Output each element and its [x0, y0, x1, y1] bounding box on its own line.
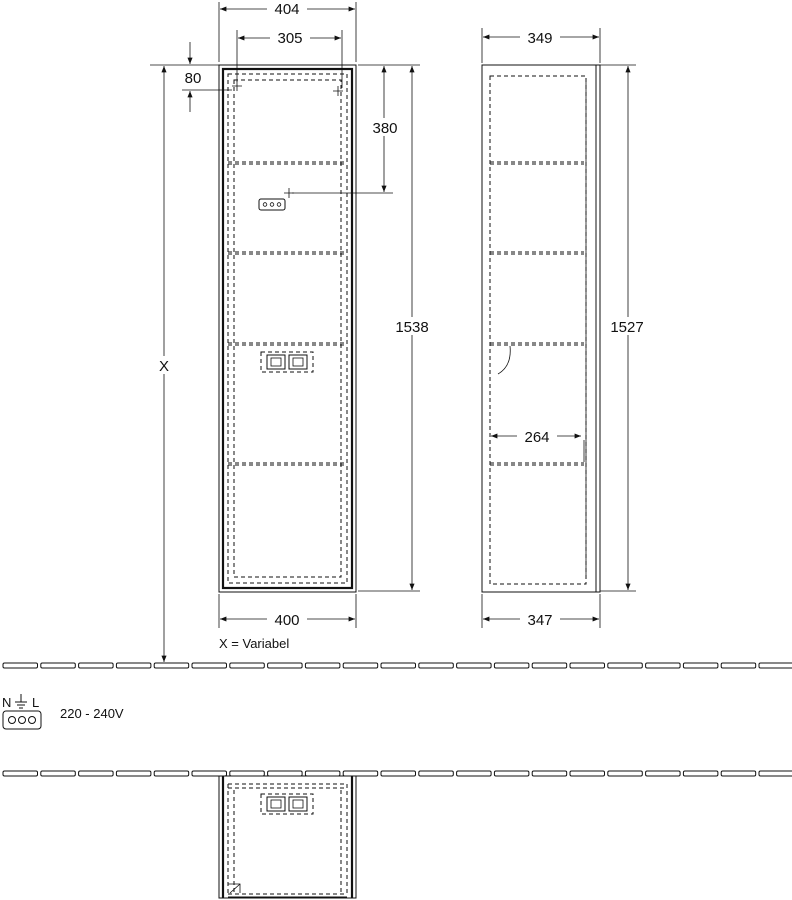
floor-tiles-bottom: [2, 770, 792, 777]
dim-inner-depth: 264: [491, 427, 581, 446]
dim-label-305: 305: [277, 30, 302, 47]
dim-total-height-side: 1527: [600, 64, 649, 592]
floor-tile: [607, 770, 643, 777]
dim-label-400: 400: [274, 612, 299, 629]
floor-tile: [720, 770, 757, 777]
floor-tile: [304, 770, 341, 777]
side-view-cabinet: [481, 64, 601, 593]
dim-label-347: 347: [527, 612, 552, 629]
floor-tile: [342, 662, 379, 669]
socket-label-l: L: [32, 695, 39, 710]
floor-tile: [78, 662, 114, 669]
floor-tile: [380, 770, 416, 777]
floor-tile: [456, 770, 492, 777]
dim-variable-height: X: [156, 66, 172, 662]
floor-tile: [682, 662, 719, 669]
voltage-label: 220 - 240V: [60, 706, 124, 721]
bottom-section-view: [218, 775, 357, 899]
dim-total-height-front: 1538: [358, 66, 434, 592]
socket-icon: [2, 710, 42, 730]
floor-tile: [493, 662, 530, 669]
floor-tile: [229, 662, 265, 669]
floor-tile: [531, 770, 568, 777]
dim-label-349: 349: [527, 30, 552, 47]
floor-tile: [569, 662, 605, 669]
floor-tile: [2, 662, 38, 669]
mounting-cross-icon: [232, 81, 343, 198]
floor-tile: [40, 662, 76, 669]
floor-tile: [380, 662, 416, 669]
dim-label-80: 80: [185, 70, 202, 87]
floor-tile: [682, 770, 719, 777]
floor-tile: [153, 662, 190, 669]
floor-tile: [645, 662, 681, 669]
floor-tiles-top: [2, 662, 792, 669]
floor-tile: [267, 770, 303, 777]
floor-tile: [115, 662, 152, 669]
dim-depth-bottom: 347: [481, 594, 601, 629]
double-outlet-box: [260, 351, 314, 373]
floor-tile: [645, 770, 681, 777]
ground-symbol-icon: [15, 694, 27, 709]
floor-tile: [456, 662, 492, 669]
floor-tile: [115, 770, 152, 777]
dim-label-380: 380: [372, 120, 397, 137]
floor-tile: [40, 770, 76, 777]
floor-tile: [531, 662, 568, 669]
dim-label-264: 264: [524, 429, 549, 446]
floor-tile: [78, 770, 114, 777]
dim-depth-top: 349: [481, 28, 601, 63]
dim-mount-height: 380: [292, 64, 420, 194]
floor-tile: [418, 770, 454, 777]
dim-inner-width: 305: [236, 28, 343, 88]
floor-tile: [304, 662, 341, 669]
dim-label-1538: 1538: [395, 319, 428, 336]
dim-width-bottom: 400: [218, 594, 357, 629]
dim-top-offset: 80: [150, 42, 232, 112]
floor-tile: [569, 770, 605, 777]
variable-note: X = Variabel: [219, 636, 289, 651]
dim-label-1527: 1527: [610, 319, 643, 336]
floor-tile: [191, 770, 227, 777]
floor-tile: [153, 770, 190, 777]
floor-tile: [758, 662, 792, 669]
floor-tile: [418, 662, 454, 669]
floor-tile: [342, 770, 379, 777]
floor-tile: [229, 770, 265, 777]
dim-width-top: 404: [218, 0, 357, 62]
socket-label-n: N: [2, 695, 11, 710]
floor-tile: [191, 662, 227, 669]
floor-tile: [720, 662, 757, 669]
floor-tile: [267, 662, 303, 669]
dim-label-x: X: [159, 358, 169, 375]
floor-tile: [493, 770, 530, 777]
front-view-cabinet: [218, 64, 357, 593]
dim-label-404: 404: [274, 1, 299, 18]
floor-tile: [607, 662, 643, 669]
floor-tile: [2, 770, 38, 777]
outlet-box-icon: [258, 198, 286, 211]
floor-tile: [758, 770, 792, 777]
